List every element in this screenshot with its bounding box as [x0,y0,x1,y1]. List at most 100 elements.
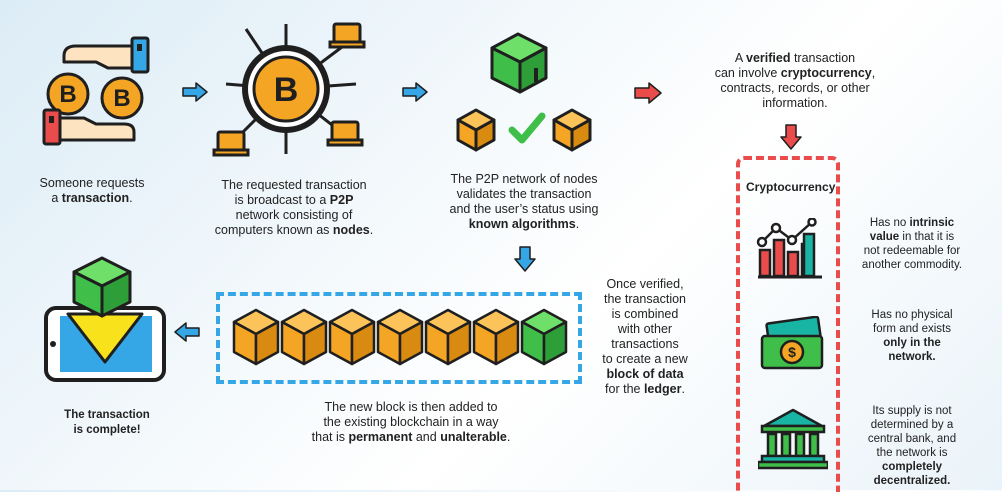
svg-text:B: B [59,81,76,108]
text-segment: only in the [883,337,941,349]
text-line: form and exists [852,322,972,336]
text-line: The requested transaction [206,178,382,193]
bitcoin-network-icon: B [206,14,376,164]
text-line: Someone requests [30,176,154,191]
text-segment: determined by a [870,419,954,431]
text-line: The new block is then added to [296,400,526,415]
text-line: to create a new [588,352,702,367]
text-line: Has no physical [852,308,972,322]
text-line: known algorithms. [432,217,616,232]
arrow-down-blue [514,246,536,272]
cryptocurrency-panel [736,156,840,492]
text-segment: ledger [643,382,682,396]
text-segment: nodes [332,223,370,237]
text-line: that is permanent and unalterable. [296,430,526,445]
svg-text:B: B [113,85,130,112]
text-segment: network consisting of [235,208,353,222]
text-segment: known algorithms [468,217,576,231]
text-segment: cryptocurrency [780,66,872,80]
text-segment: decentralized. [873,475,951,487]
orange-block [424,308,472,366]
text-line: a transaction. [30,191,154,206]
text-segment: with other [617,322,673,336]
text-segment: not redeemable for [863,245,961,257]
hands-coins-icon: B B [36,28,156,152]
text-segment: The P2P network of nodes [450,172,598,186]
text-segment: completely [881,461,943,473]
text-segment: computers known as [214,223,333,237]
new-block-frame [216,292,582,384]
text-segment: can involve [714,66,781,80]
text-segment: block of data [606,367,684,381]
chart-icon [756,218,826,280]
text-segment: transaction [790,51,856,65]
svg-text:$: $ [788,344,796,360]
text-segment: Has no physical [871,309,953,321]
text-segment: a [51,191,62,205]
text-segment: Has no [869,217,910,229]
text-line: central bank, and [852,432,972,446]
text-segment: the transaction [604,292,686,306]
text-segment: verified [746,51,791,65]
text-line: network consisting of [206,208,382,223]
text-line: for the ledger. [588,382,702,397]
text-line: completely [852,460,972,474]
text-segment: is complete! [73,424,141,436]
text-line: The transaction [42,408,172,423]
text-line: is combined [588,307,702,322]
text-line: is broadcast to a P2P [206,193,382,208]
text-line: the network is [852,446,972,460]
crypto-fact-physical: Has no physical form and exists only in th… [852,308,972,364]
blockchain [232,308,568,371]
text-segment: permanent [348,430,413,444]
text-segment: to create a new [602,352,688,366]
text-line: block of data [588,367,702,382]
text-line: with other [588,322,702,337]
arrow-right-red [634,82,662,104]
text-segment: The requested transaction [221,178,367,192]
arrow-right-2 [402,82,428,102]
text-line: can involve cryptocurrency, [700,66,890,81]
money-icon: $ [758,316,828,372]
text-segment: for the [605,382,644,396]
svg-text:B: B [274,71,299,109]
text-line: only in the [852,336,972,350]
text-line: Has no intrinsic [852,216,972,230]
text-line: is complete! [42,423,172,438]
text-line: validates the transaction [432,187,616,202]
arrow-down-red [780,124,802,150]
text-segment: Its supply is not [872,405,952,417]
text-line: The P2P network of nodes [432,172,616,187]
cryptocurrency-title: Cryptocurrency [746,180,836,194]
text-segment: network. [888,351,936,363]
text-segment: form and exists [873,323,951,335]
text-segment: value [869,231,900,243]
text-segment: contracts, records, or other [720,81,870,95]
bank-icon [758,406,828,470]
text-segment: transactions [611,337,679,351]
text-line: computers known as nodes. [206,223,382,238]
text-line: the existing blockchain in a way [296,415,526,430]
text-segment: . [681,382,685,396]
text-segment: another commodity. [861,259,963,271]
arrow-right-1 [182,82,208,102]
text-line: Once verified, [588,277,702,292]
orange-block [280,308,328,366]
text-segment: and [412,430,441,444]
text-line: another commodity. [852,258,972,272]
text-line: decentralized. [852,474,972,488]
text-segment: intrinsic [909,217,955,229]
validation-blocks-icon [450,28,600,158]
text-line: transactions [588,337,702,352]
text-segment: is broadcast to a [234,193,330,207]
text-segment: . [575,217,580,231]
text-segment: is combined [611,307,679,321]
orange-block [232,308,280,366]
text-segment: validates the transaction [456,187,592,201]
